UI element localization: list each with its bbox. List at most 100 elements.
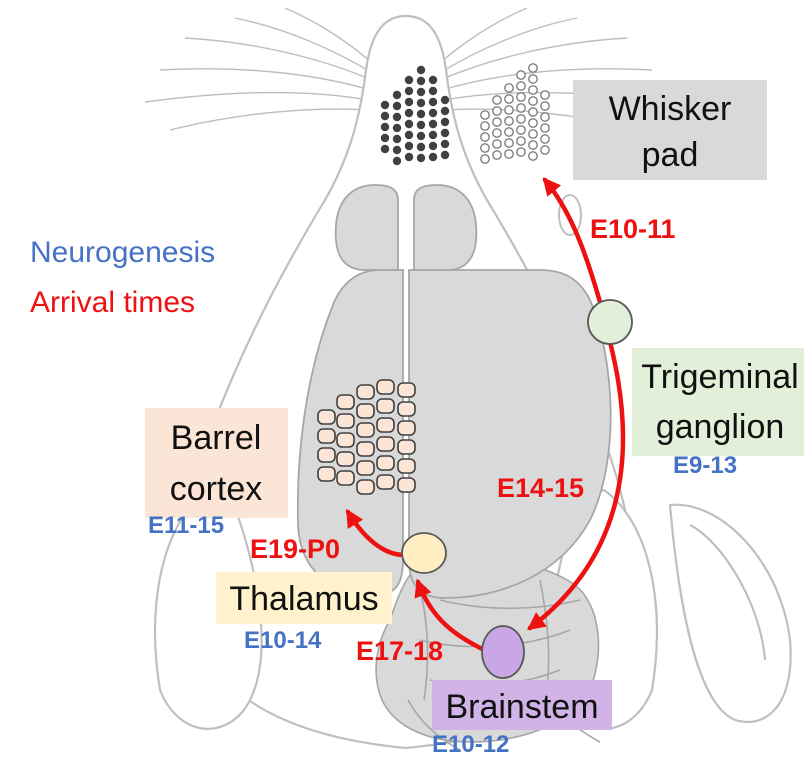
whisker-follicle-light <box>529 141 537 149</box>
whisker-follicle-dark <box>417 88 425 96</box>
whisker-follicle-light <box>529 119 537 127</box>
whisker-follicle-dark <box>417 66 425 74</box>
whisker-follicle-dark <box>417 143 425 151</box>
whisker-follicle-dark <box>381 112 389 120</box>
barrel <box>398 478 415 492</box>
whisker-follicle-light <box>541 135 549 143</box>
barrel-cortex-label-line1: Barrel <box>171 419 262 457</box>
whisker-follicle-dark <box>417 77 425 85</box>
whisker-follicle-light <box>517 93 525 101</box>
barrel <box>398 440 415 454</box>
barrel <box>337 433 354 447</box>
barrel <box>357 385 374 399</box>
whisker-follicle-light <box>541 91 549 99</box>
trigeminal-ganglion-node <box>588 300 632 344</box>
whisker-follicle-light <box>517 148 525 156</box>
barrel <box>318 429 335 443</box>
legend-neurogenesis: Neurogenesis <box>30 236 215 269</box>
whisker-follicle-light <box>529 75 537 83</box>
whisker-follicle-dark <box>417 110 425 118</box>
whisker-follicle-dark <box>441 107 449 115</box>
barrel <box>377 399 394 413</box>
whisker-follicle-light <box>517 104 525 112</box>
whisker-follicle-light <box>481 155 489 163</box>
whisker-follicle-dark <box>429 131 437 139</box>
barrel <box>377 418 394 432</box>
barrel <box>398 402 415 416</box>
barrel <box>357 423 374 437</box>
whisker-follicle-dark <box>393 135 401 143</box>
whisker-follicle-dark <box>393 102 401 110</box>
arrival-brainstem-to-thalamus: E17-18 <box>356 636 443 666</box>
thalamus-neurogenesis: E10-14 <box>244 627 322 654</box>
barrel <box>337 452 354 466</box>
whisker-follicle-light <box>517 126 525 134</box>
whisker-follicle-light <box>541 113 549 121</box>
barrel <box>318 467 335 481</box>
whisker-follicle-light <box>541 146 549 154</box>
arrival-tg-to-brainstem: E14-15 <box>497 473 584 503</box>
whisker-follicle-dark <box>405 131 413 139</box>
barrel <box>318 448 335 462</box>
whisker-follicle-dark <box>441 96 449 104</box>
brainstem-label: Brainstem <box>445 688 598 726</box>
whisker-follicle-dark <box>441 140 449 148</box>
whisker-follicle-light <box>493 107 501 115</box>
thalamus-label: Thalamus <box>229 580 378 618</box>
trigeminal-ganglion-neurogenesis: E9-13 <box>673 452 737 479</box>
brainstem-neurogenesis: E10-12 <box>432 731 509 758</box>
legend-arrival-times: Arrival times <box>30 286 195 319</box>
whisker-follicle-light <box>541 124 549 132</box>
whisker-follicle-dark <box>381 145 389 153</box>
whisker-follicle-light <box>505 95 513 103</box>
barrel <box>377 475 394 489</box>
arrival-tg-to-whisker: E10-11 <box>590 214 676 244</box>
whisker-follicle-dark <box>441 129 449 137</box>
whisker-follicle-dark <box>405 98 413 106</box>
whisker-follicle-light <box>505 84 513 92</box>
whisker-follicle-dark <box>381 101 389 109</box>
whisker-follicle-light <box>481 133 489 141</box>
whisker-follicle-dark <box>393 124 401 132</box>
barrel-cortex-neurogenesis: E11-15 <box>148 512 224 539</box>
whisker-follicle-dark <box>405 153 413 161</box>
barrel <box>377 380 394 394</box>
whisker-follicle-dark <box>381 123 389 131</box>
whisker-follicle-dark <box>393 157 401 165</box>
whisker-follicle-dark <box>429 120 437 128</box>
whisker-pad-label-line1: Whisker <box>609 90 732 128</box>
whisker-follicle-dark <box>429 76 437 84</box>
barrel <box>337 471 354 485</box>
whisker-follicle-dark <box>429 142 437 150</box>
whisker-follicle-light <box>505 117 513 125</box>
barrel <box>357 404 374 418</box>
whisker-follicle-light <box>481 111 489 119</box>
thalamus-node <box>402 533 446 573</box>
whisker-follicle-dark <box>417 154 425 162</box>
whisker-follicle-dark <box>429 98 437 106</box>
whisker-follicle-dark <box>417 99 425 107</box>
whisker-follicle-light <box>493 140 501 148</box>
whisker-follicle-light <box>493 129 501 137</box>
barrel <box>337 414 354 428</box>
whisker-follicle-light <box>529 130 537 138</box>
barrel <box>357 442 374 456</box>
whisker-follicle-light <box>493 96 501 104</box>
whisker-follicle-light <box>517 115 525 123</box>
barrel <box>398 459 415 473</box>
whisker-follicle-light <box>529 152 537 160</box>
whisker-follicle-light <box>505 128 513 136</box>
whisker-follicle-dark <box>405 142 413 150</box>
barrel <box>398 383 415 397</box>
whisker-follicle-light <box>529 108 537 116</box>
barrel <box>318 410 335 424</box>
whisker-follicle-light <box>493 118 501 126</box>
whisker-follicle-light <box>541 102 549 110</box>
whisker-follicle-dark <box>393 91 401 99</box>
whisker-follicle-light <box>493 151 501 159</box>
whisker-follicle-dark <box>429 153 437 161</box>
whisker-follicle-dark <box>405 87 413 95</box>
whisker-follicle-light <box>505 150 513 158</box>
whisker-follicle-dark <box>441 151 449 159</box>
